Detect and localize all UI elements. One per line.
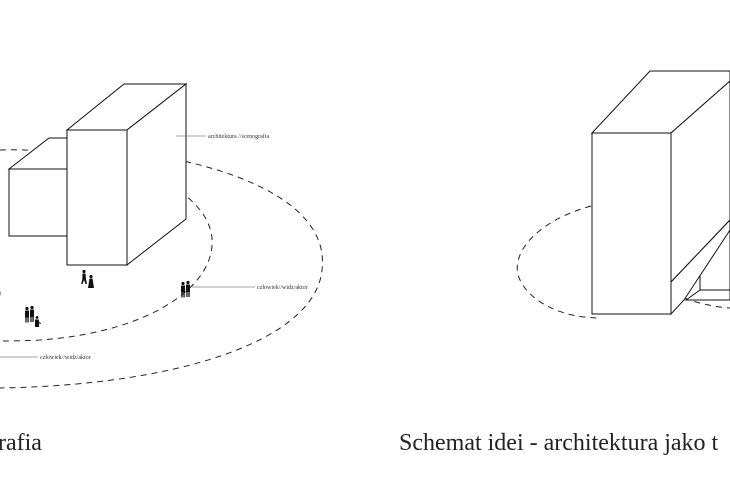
left-orbit-outer — [0, 149, 323, 389]
people-group-right — [181, 280, 190, 298]
right-tall-box — [590, 70, 730, 316]
caption-right: Schemat idei - architektura jako t — [399, 430, 719, 456]
right-panel — [516, 70, 730, 319]
left-small-box — [7, 137, 69, 237]
label-architecture: architektura //scenografia — [208, 133, 269, 140]
left-panel: architektura //scenografia człowiek//wid… — [0, 82, 323, 389]
label-human-right: człowiek//widz/aktor — [257, 285, 308, 291]
left-tall-box — [65, 82, 188, 267]
left-orbit-inner — [0, 149, 213, 342]
people-group-left — [0, 290, 41, 327]
label-human-bottom: człowiek//widz/aktor — [40, 355, 91, 361]
caption-left: rafia — [0, 430, 42, 456]
people-group-center — [81, 269, 94, 288]
